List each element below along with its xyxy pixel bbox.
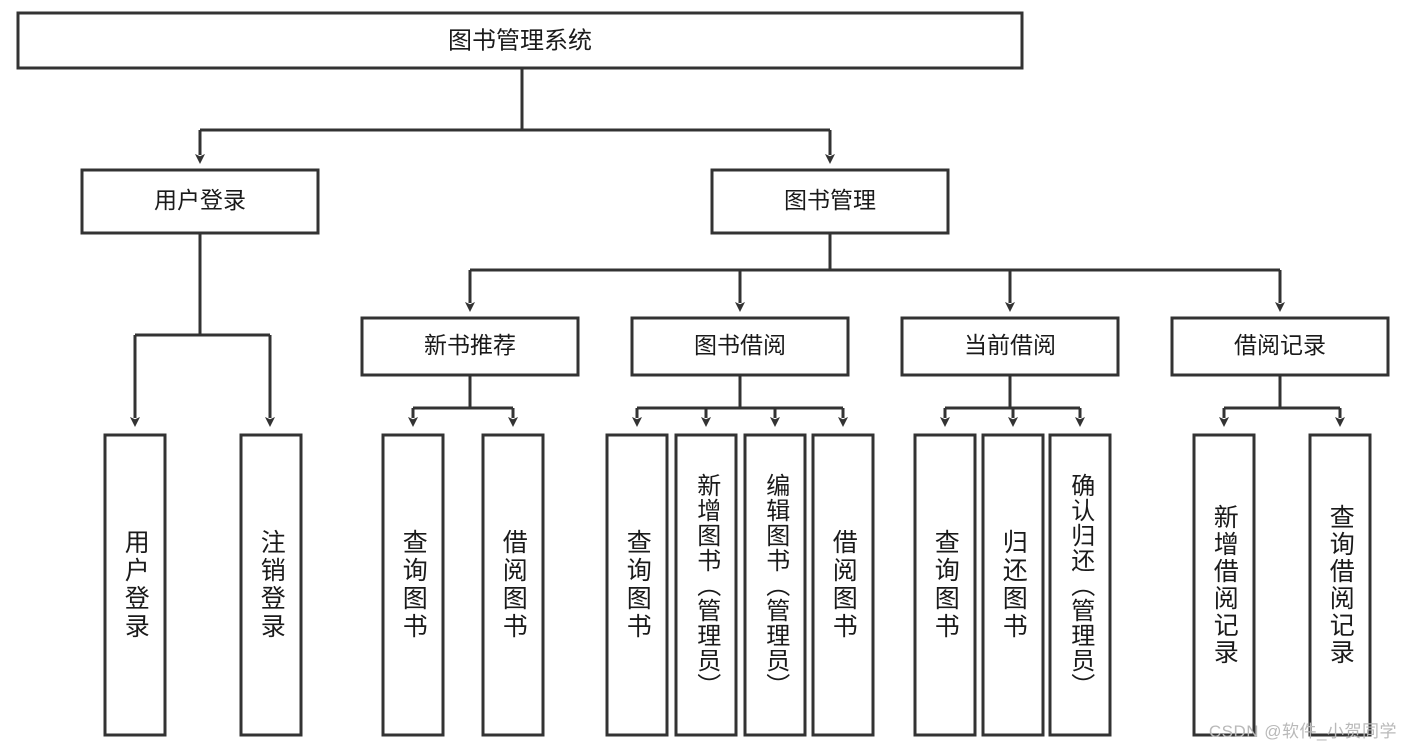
node-current-borrow-label: 当前借阅	[964, 332, 1056, 358]
connector-root-to-level2	[195, 68, 835, 164]
node-user-login[interactable]: 用户登录	[80, 168, 320, 235]
node-borrow-record-label: 借阅记录	[1234, 332, 1326, 358]
leaf-box-add-record[interactable]	[1192, 433, 1256, 737]
csdn-watermark: CSDN @软件_小贺同学	[1208, 722, 1397, 741]
connector-bookborrow-to-leaves	[632, 375, 848, 427]
node-book-manage[interactable]: 图书管理	[710, 168, 950, 235]
node-root[interactable]: 图书管理系统	[16, 11, 1024, 70]
leaf-box-add-book[interactable]	[674, 433, 738, 737]
connector-borrowrecord-to-leaves	[1219, 375, 1345, 427]
connector-newbook-to-leaves	[408, 375, 518, 427]
leaf-box-query-book-2[interactable]	[605, 433, 669, 737]
connector-currentborrow-to-leaves	[940, 375, 1085, 427]
leaf-box-edit-book[interactable]	[743, 433, 807, 737]
node-new-book-recommend[interactable]: 新书推荐	[360, 316, 580, 377]
leaf-box-return-book[interactable]	[981, 433, 1045, 737]
leaf-box-query-book-3[interactable]	[913, 433, 977, 737]
leaf-box-confirm-return[interactable]	[1048, 433, 1112, 737]
node-current-borrow[interactable]: 当前借阅	[900, 316, 1120, 377]
node-book-manage-label: 图书管理	[784, 187, 876, 213]
leaf-box-borrow-book-2[interactable]	[811, 433, 875, 737]
node-borrow-record[interactable]: 借阅记录	[1170, 316, 1390, 377]
node-new-book-recommend-label: 新书推荐	[424, 332, 516, 358]
leaf-boxes	[103, 433, 1372, 737]
connector-bookmanage-to-level3	[465, 233, 1285, 312]
node-user-login-label: 用户登录	[154, 187, 246, 213]
leaf-box-query-book-1[interactable]	[381, 433, 445, 737]
node-book-borrow-label: 图书借阅	[694, 332, 786, 358]
node-book-borrow[interactable]: 图书借阅	[630, 316, 850, 377]
leaf-box-user-login[interactable]	[103, 433, 167, 737]
leaf-box-user-logout[interactable]	[239, 433, 303, 737]
leaf-box-borrow-book-1[interactable]	[481, 433, 545, 737]
connector-userlogin-to-leaves	[130, 233, 275, 427]
leaf-box-query-record[interactable]	[1308, 433, 1372, 737]
node-root-label: 图书管理系统	[448, 27, 592, 54]
